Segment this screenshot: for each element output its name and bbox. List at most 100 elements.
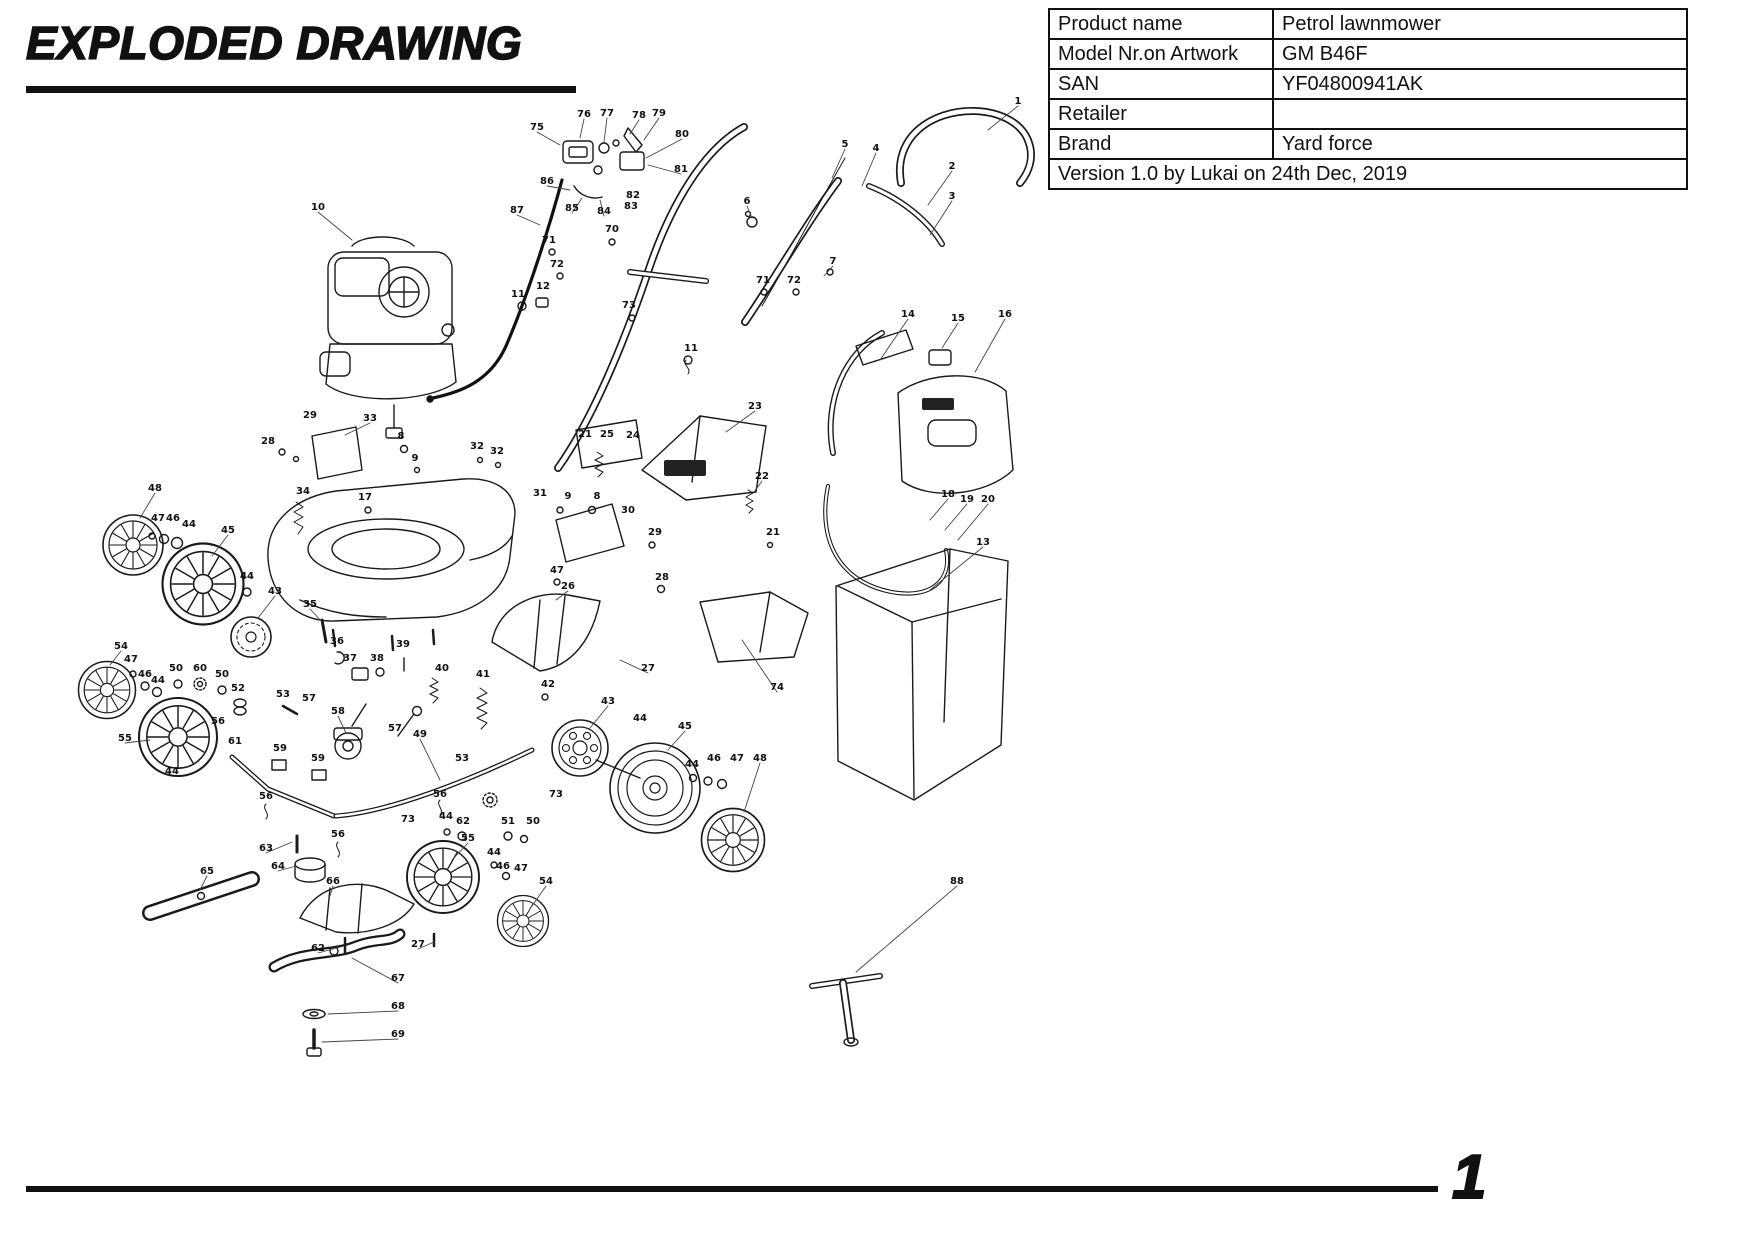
part-number-label: 45: [221, 525, 235, 536]
part-number-label: 65: [200, 866, 214, 877]
callout-leader: [667, 730, 686, 751]
part-number-label: 88: [950, 876, 964, 887]
part-number-label: 78: [632, 110, 646, 121]
callout-leader: [317, 211, 353, 241]
springs: [264, 359, 754, 858]
part-number-label: 82: [626, 190, 640, 201]
part-number-label: 9: [412, 453, 419, 464]
callout-leader: [109, 650, 122, 666]
info-label: Model Nr.on Artwork: [1048, 38, 1274, 70]
small-fasteners: [129, 210, 834, 881]
callout-leader: [647, 164, 682, 175]
callout-leader: [344, 422, 371, 436]
part-number-label: 56: [211, 716, 225, 727]
part-number-label: 44: [182, 519, 196, 530]
part-number-label: 46: [496, 861, 510, 872]
part-number-label: 50: [526, 816, 540, 827]
part-number-label: 69: [391, 1029, 405, 1040]
callout-leader: [309, 608, 323, 623]
part-number-label: 55: [118, 733, 132, 744]
part-number-label: 13: [976, 537, 990, 548]
t-wrench-tool: [809, 973, 883, 1047]
callout-leader: [929, 200, 953, 236]
part-number-label: 74: [770, 682, 784, 693]
part-number-label: 44: [240, 571, 254, 582]
callout-leader: [753, 480, 763, 493]
part-number-label: 31: [533, 488, 547, 499]
part-number-label: 73: [549, 789, 563, 800]
callout-leader: [725, 410, 756, 433]
part-number-label: 54: [539, 876, 553, 887]
part-number-label: 85: [565, 203, 579, 214]
part-number-label: 81: [674, 164, 688, 175]
callout-leader: [351, 957, 399, 984]
part-number-label: 6: [744, 196, 751, 207]
part-number-label: 10: [311, 202, 325, 213]
part-number-label: 44: [151, 675, 165, 686]
callout-leader: [741, 639, 778, 693]
part-number-label: 37: [343, 653, 357, 664]
part-number-label: 44: [685, 759, 699, 770]
part-number-label: 28: [261, 436, 275, 447]
callout-leader: [941, 322, 959, 349]
part-number-label: 76: [577, 109, 591, 120]
part-number-label: 27: [411, 939, 425, 950]
part-number-label: 46: [707, 753, 721, 764]
part-number-label: 21: [766, 527, 780, 538]
callout-leader: [555, 590, 569, 601]
callout-leader: [571, 197, 583, 214]
part-number-label: 50: [169, 663, 183, 674]
callout-leader: [957, 503, 989, 541]
part-number-label: 19: [960, 494, 974, 505]
part-number-label: 45: [678, 721, 692, 732]
part-number-label: 63: [259, 843, 273, 854]
callout-leader: [855, 885, 958, 973]
part-number-label: 1: [1015, 96, 1022, 107]
callout-leader: [831, 148, 846, 179]
callout-leader: [746, 205, 753, 219]
part-number-label: 83: [624, 201, 638, 212]
callout-leader: [603, 117, 608, 143]
part-number-label: 17: [358, 492, 372, 503]
part-number-label: 66: [326, 876, 340, 887]
callout-leader: [546, 185, 571, 191]
page-title: EXPLODED DRAWING: [25, 16, 523, 70]
part-number-label: 73: [401, 814, 415, 825]
part-number-label: 56: [331, 829, 345, 840]
part-number-label: 25: [600, 429, 614, 440]
part-number-label: 22: [755, 471, 769, 482]
part-number-label: 32: [470, 441, 484, 452]
part-number-label: 48: [148, 483, 162, 494]
callout-leader: [944, 503, 968, 531]
callout-leader: [927, 170, 953, 206]
info-value: YF04800941AK: [1272, 68, 1688, 100]
grass-catcher: [823, 329, 1014, 801]
part-number-label: 29: [648, 527, 662, 538]
part-number-label: 27: [641, 663, 655, 674]
part-number-label: 43: [601, 696, 615, 707]
callout-leader: [929, 498, 949, 521]
part-number-label: 43: [268, 586, 282, 597]
part-number-label: 8: [594, 491, 601, 502]
part-number-label: 14: [901, 309, 915, 320]
version-row: Version 1.0 by Lukai on 24th Dec, 2019: [1048, 158, 1688, 190]
part-number-label: 53: [276, 689, 290, 700]
callout-leader: [124, 739, 151, 744]
part-number-label: 2: [949, 161, 956, 172]
part-number-label: 80: [675, 129, 689, 140]
part-number-label: 30: [621, 505, 635, 516]
callout-leader: [516, 214, 541, 226]
part-number-label: 26: [561, 581, 575, 592]
callout-leader: [419, 738, 441, 781]
part-number-label: 53: [455, 753, 469, 764]
callout-leader: [823, 265, 834, 277]
part-number-label: 44: [165, 766, 179, 777]
part-number-label: 44: [633, 713, 647, 724]
info-label: Brand: [1048, 128, 1274, 160]
callout-leader: [645, 138, 683, 159]
